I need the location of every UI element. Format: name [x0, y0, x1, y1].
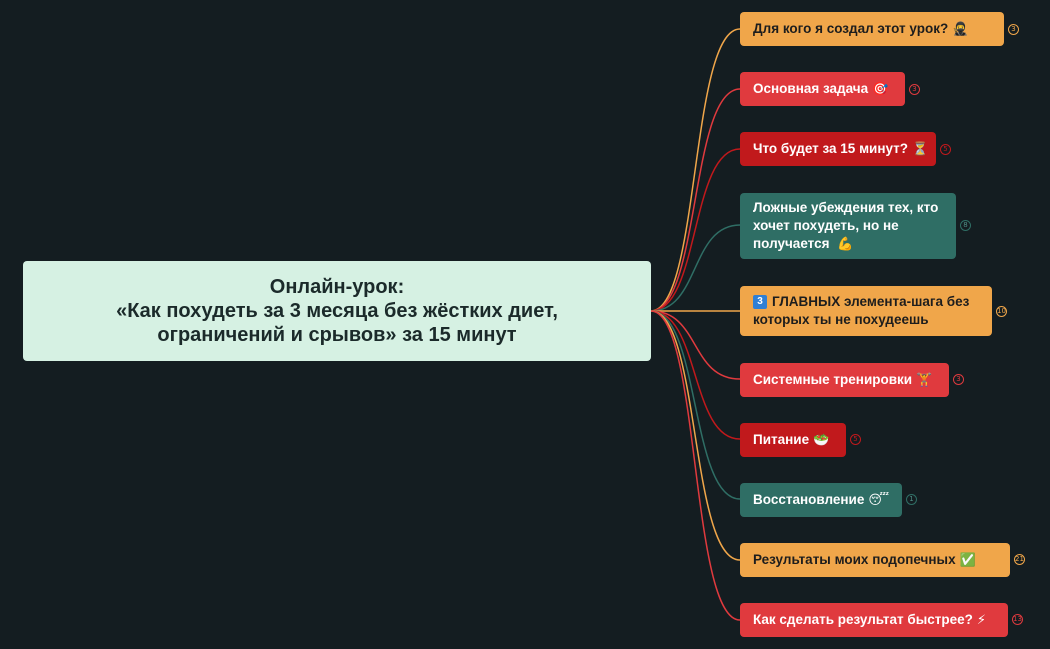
check-mark-icon: ✅ [959, 552, 976, 567]
branch-label: Основная задача [753, 81, 869, 96]
connector-7 [650, 310, 741, 500]
branch-label: Как сделать результат быстрее? [753, 612, 973, 627]
keycap-three-icon: 3 [753, 295, 767, 310]
branch-label-bold: ГЛАВНЫХ [772, 294, 841, 309]
child-count-badge[interactable]: 5 [850, 434, 861, 445]
child-count-badge[interactable]: 8 [960, 220, 971, 231]
branch-label-line1: Ложные убеждения тех, кто [753, 200, 939, 215]
branch-label-line3: получается [753, 236, 830, 251]
child-count-badge[interactable]: 21 [1014, 554, 1025, 565]
connector-2 [650, 148, 741, 312]
connector-6 [650, 310, 741, 440]
branch-label: Восстановление [753, 492, 865, 507]
branch-recovery[interactable]: Восстановление 😴 [740, 483, 902, 517]
branch-main-task[interactable]: Основная задача 🎯 [740, 72, 905, 106]
child-count-badge[interactable]: 13 [1012, 614, 1023, 625]
connector-0 [650, 28, 741, 312]
sleeping-face-icon: 😴 [868, 492, 890, 507]
branch-system-training[interactable]: Системные тренировки 🏋 [740, 363, 949, 397]
branch-client-results[interactable]: Результаты моих подопечных ✅ [740, 543, 1010, 577]
hourglass-icon: ⏳ [912, 141, 929, 156]
branch-label: Питание [753, 432, 810, 447]
salad-icon: 🥗 [813, 432, 830, 447]
central-topic[interactable]: Онлайн-урок: «Как похудеть за 3 месяца б… [23, 261, 651, 361]
branch-label-line2: хочет похудеть, но не [753, 218, 899, 233]
weight-lifter-icon: 🏋 [916, 372, 933, 387]
child-count-badge[interactable]: 3 [1008, 24, 1019, 35]
connector-3 [650, 224, 741, 312]
child-count-badge[interactable]: 5 [940, 144, 951, 155]
branch-false-beliefs[interactable]: Ложные убеждения тех, кто хочет похудеть… [740, 193, 956, 259]
child-count-badge[interactable]: 3 [953, 374, 964, 385]
branch-label: Что будет за 15 минут? [753, 141, 909, 156]
child-count-badge[interactable]: 3 [909, 84, 920, 95]
central-topic-line3: ограничений и срывов» за 15 минут [157, 324, 517, 346]
child-count-badge[interactable]: 1 [906, 494, 917, 505]
lightning-icon: ⚡ [976, 612, 987, 627]
connector-8 [650, 310, 741, 561]
branch-nutrition[interactable]: Питание 🥗 [740, 423, 846, 457]
branch-label: Системные тренировки [753, 372, 913, 387]
branch-label-rest: элемента-шага без [840, 294, 970, 309]
central-topic-line2: «Как похудеть за 3 месяца без жёстких ди… [116, 300, 558, 322]
branch-label-line2: которых ты не похудеешь [753, 312, 929, 327]
connector-5 [650, 310, 741, 380]
connector-9 [650, 310, 741, 621]
branch-label: Для кого я создал этот урок? [753, 21, 949, 36]
branch-main-elements[interactable]: 3 ГЛАВНЫХ элемента-шага без которых ты не… [740, 286, 992, 336]
central-topic-line1: Онлайн-урок: [269, 276, 405, 298]
branch-label: Результаты моих подопечных [753, 552, 956, 567]
branch-target-audience[interactable]: Для кого я создал этот урок? 🥷 [740, 12, 1004, 46]
branch-15-minutes[interactable]: Что будет за 15 минут? ⏳ [740, 132, 936, 166]
branch-faster-results[interactable]: Как сделать результат быстрее? ⚡ [740, 603, 1008, 637]
connector-1 [650, 88, 741, 312]
child-count-badge[interactable]: 10 [996, 306, 1007, 317]
ninja-icon: 🥷 [952, 21, 969, 36]
target-icon: 🎯 [872, 81, 889, 96]
flexed-biceps-icon: 💪 [837, 236, 854, 251]
